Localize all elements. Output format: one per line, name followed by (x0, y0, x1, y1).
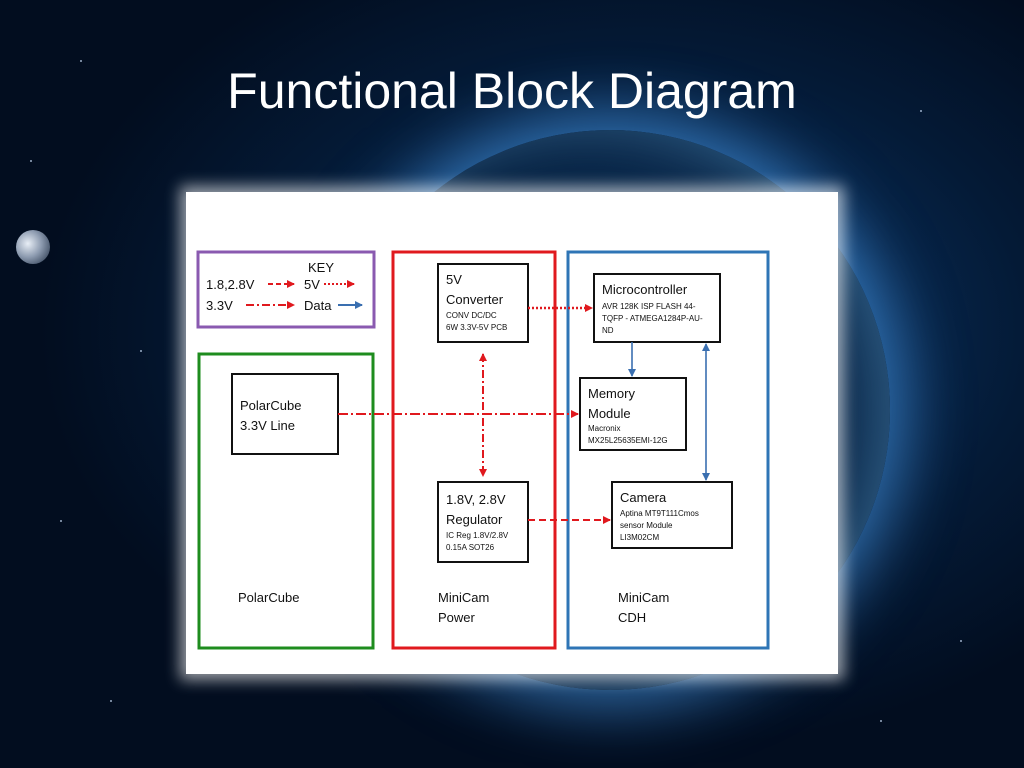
memory-spec1: Macronix (588, 424, 620, 433)
camera-spec2: sensor Module (620, 521, 673, 530)
polarcube-line-line2: 3.3V Line (240, 418, 295, 433)
microcontroller-block (593, 273, 721, 343)
converter-spec2: 6W 3.3V-5V PCB (446, 323, 507, 332)
group-label-power-line1: MiniCam (438, 590, 489, 605)
regulator-line1: 1.8V, 2.8V (446, 492, 506, 507)
star (880, 720, 882, 722)
minicam-power-group (391, 250, 557, 650)
key-label-33v: 3.3V (206, 298, 233, 313)
memory-line2: Module (588, 406, 631, 421)
key-label-18-28v: 1.8,2.8V (206, 277, 255, 292)
memory-block (579, 377, 687, 451)
microcontroller-spec1: AVR 128K ISP FLASH 44- (602, 302, 696, 311)
microcontroller-spec2: TQFP - ATMEGA1284P-AU- (602, 314, 703, 323)
block-diagram-svg: 1.8,2.8V 3.3V KEY 5V Data 5V Converter C… (196, 250, 770, 650)
memory-spec2: MX25L25635EMI-12G (588, 436, 668, 445)
star (60, 520, 62, 522)
moon-decoration (16, 230, 50, 264)
key-title: KEY (308, 260, 334, 275)
block-diagram: 1.8,2.8V 3.3V KEY 5V Data 5V Converter C… (186, 192, 838, 674)
converter-line2: Converter (446, 292, 504, 307)
memory-line1: Memory (588, 386, 635, 401)
minicam-cdh-group (566, 250, 770, 650)
group-label-power-line2: Power (438, 610, 476, 625)
group-label-polarcube: PolarCube (238, 590, 299, 605)
group-label-cdh-line2: CDH (618, 610, 646, 625)
microcontroller-spec3: ND (602, 326, 614, 335)
polarcube-line-line1: PolarCube (240, 398, 301, 413)
camera-spec1: Aptina MT9T111Cmos (620, 509, 699, 518)
converter-block (437, 263, 529, 343)
regulator-line2: Regulator (446, 512, 503, 527)
microcontroller-title: Microcontroller (602, 282, 688, 297)
camera-block (611, 481, 733, 549)
regulator-block (437, 481, 529, 563)
key-label-data: Data (304, 298, 332, 313)
regulator-spec1: IC Reg 1.8V/2.8V (446, 531, 509, 540)
converter-spec1: CONV DC/DC (446, 311, 497, 320)
slide-title: Functional Block Diagram (227, 63, 797, 119)
star (140, 350, 142, 352)
polarcube-line-block (231, 373, 339, 455)
camera-title: Camera (620, 490, 667, 505)
star (110, 700, 112, 702)
star (80, 60, 82, 62)
camera-spec3: LI3M02CM (620, 533, 659, 542)
group-label-cdh-line1: MiniCam (618, 590, 669, 605)
star (960, 640, 962, 642)
key-box (196, 250, 376, 329)
polarcube-group (197, 352, 375, 650)
star (920, 110, 922, 112)
converter-line1: 5V (446, 272, 462, 287)
star (30, 160, 32, 162)
key-label-5v: 5V (304, 277, 320, 292)
regulator-spec2: 0.15A SOT26 (446, 543, 495, 552)
